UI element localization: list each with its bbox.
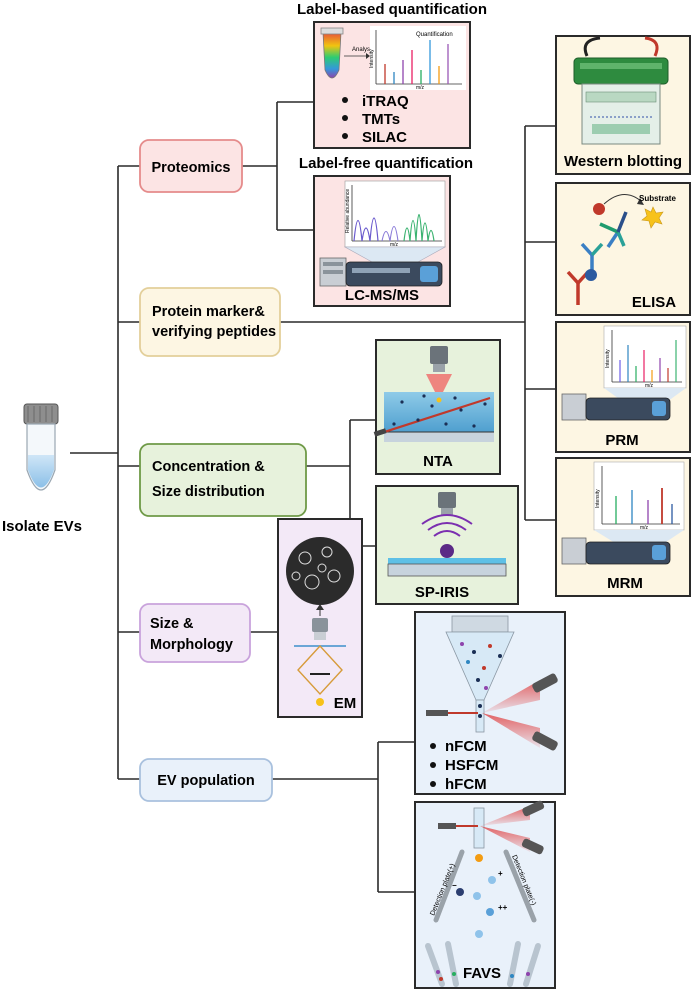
category-protein-marker[interactable]: Protein marker& verifying peptides [139,287,281,357]
category-protein-marker-line1: Protein marker& [152,304,265,320]
elisa-label: ELISA [632,294,676,311]
category-ev-population-label: EV population [157,773,254,789]
prm-mz-text: m/z [645,383,654,389]
quantification-text: Quantification [416,32,453,38]
mrm-label: MRM [607,575,643,592]
category-concentration-line1: Concentration & [152,459,265,475]
western-panel [555,35,691,175]
category-size-line1: Size & [150,616,194,632]
fcm-item-nfcm: nFCM [445,738,487,755]
western-label: Western blotting [564,153,682,170]
favs-label: FAVS [463,965,501,982]
spiris-label: SP-IRIS [415,584,469,601]
mrm-mz-text: m/z [640,525,649,531]
label-item-tmts: TMTs [362,111,400,128]
svg-text:+: + [498,869,503,878]
fcm-panel [414,611,566,795]
fcm-item-hsfcm: HSFCM [445,757,498,774]
lcms-label: LC-MS/MS [345,287,419,304]
prm-panel: Intensity m/z [555,321,691,453]
label-item-silac: SILAC [362,129,407,146]
spiris-panel [375,485,519,605]
analysis-text: Analysis [352,47,374,53]
category-proteomics[interactable]: Proteomics [139,139,243,193]
label-based-panel: Analysis Quantification Intensity m/z [313,21,471,149]
prm-label: PRM [605,432,638,449]
fcm-item-hfcm: hFCM [445,776,487,793]
label-free-panel: Relative abundance m/z [313,175,451,307]
em-label: EM [334,695,357,712]
em-panel [277,518,363,718]
nta-panel [373,339,501,475]
category-proteomics-label: Proteomics [152,160,231,176]
category-protein-marker-line2: verifying peptides [152,324,276,340]
svg-text:−: − [452,881,457,890]
category-ev-population[interactable]: EV population [139,758,273,802]
relative-abundance-text: Relative abundance [345,189,351,233]
svg-text:++: ++ [498,903,508,912]
mrm-panel: Intensity m/z [555,457,691,597]
label-item-itraq: iTRAQ [362,93,409,110]
favs-panel: − + ++ [414,800,556,989]
mrm-intensity-text: Intensity [595,489,601,508]
prm-intensity-text: Intensity [605,349,611,368]
lb-mz-text: m/z [416,85,425,91]
label-based-heading: Label-based quantification [297,1,487,18]
lf-mz-text: m/z [390,242,399,248]
tree-connectors [70,101,556,893]
category-concentration-line2: Size distribution [152,484,265,500]
lb-intensity-text: Intensity [369,49,375,68]
category-size-morphology[interactable]: Size & Morphology [139,603,251,663]
category-concentration[interactable]: Concentration & Size distribution [139,443,307,517]
root-label: Isolate EVs [2,518,82,535]
label-free-heading: Label-free quantification [299,155,473,172]
nta-label: NTA [423,453,453,470]
ev-tube-illustration [23,403,59,491]
substrate-text: Substrate [639,194,676,203]
elisa-panel [555,182,691,316]
category-size-line2: Morphology [150,637,233,653]
